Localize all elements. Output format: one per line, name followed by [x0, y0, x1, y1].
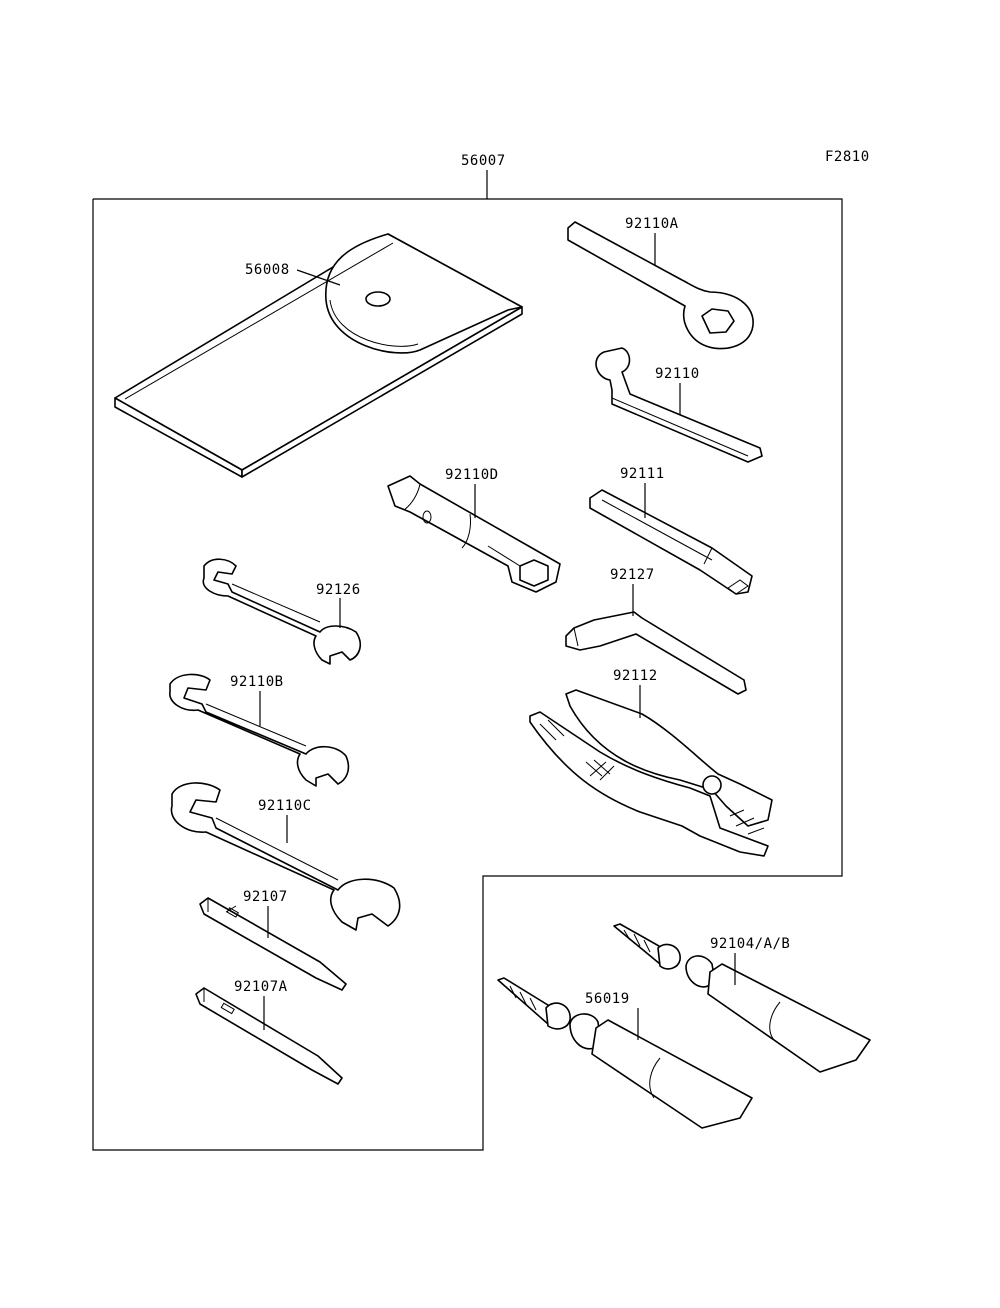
label-ring-wrench: 92110A: [625, 216, 679, 232]
label-driver-bit: 92107: [243, 889, 288, 905]
hex-key: [565, 611, 747, 695]
label-grease-tube-b: 56019: [585, 991, 630, 1007]
label-pliers: 92112: [613, 668, 658, 684]
open-end-wrench-medium: [169, 673, 350, 787]
label-wrench-medium: 92110B: [230, 674, 284, 690]
open-end-wrench-large: [170, 782, 401, 931]
grease-tube-lower: [497, 977, 753, 1129]
leader-pouch: [296, 269, 341, 286]
label-grease-tube-a: 92104/A/B: [710, 936, 790, 952]
screwdriver-bit: [199, 897, 347, 991]
label-wrench-small: 92126: [316, 582, 361, 598]
ring-wrench: [567, 221, 754, 350]
tool-pouch: [114, 233, 523, 478]
label-pouch: 56008: [245, 262, 290, 278]
grease-tube-upper: [613, 923, 871, 1073]
spark-plug-wrench: [387, 475, 561, 593]
pliers: [529, 689, 773, 857]
label-driver-bit-a: 92107A: [234, 979, 288, 995]
label-wrench-large: 92110C: [258, 798, 312, 814]
assembly-label: 56007: [461, 153, 506, 169]
handle-bar: [589, 489, 753, 595]
open-end-wrench-small: [202, 558, 362, 665]
label-plug-wrench: 92110D: [445, 467, 499, 483]
label-hook-wrench: 92110: [655, 366, 700, 382]
label-handle-bar: 92111: [620, 466, 665, 482]
screwdriver-bit-a: [195, 987, 343, 1085]
figure-code: F2810: [825, 149, 870, 165]
label-hex-key: 92127: [610, 567, 655, 583]
hook-spanner-wrench: [595, 347, 763, 463]
assembly-frame: [92, 198, 843, 1151]
